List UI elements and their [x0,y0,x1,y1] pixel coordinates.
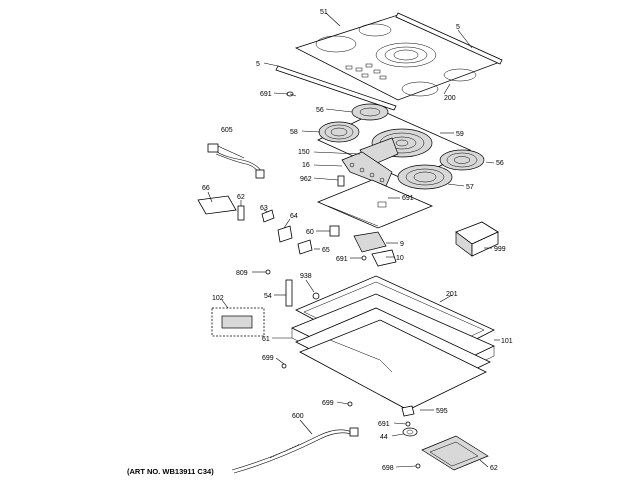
leader-lines [207,12,500,468]
radiant-element-58 [318,121,360,143]
radiant-element-56-right [439,149,485,171]
callout-51: 51 [320,9,328,16]
callout-809: 809 [236,270,248,277]
screw-699-left [281,363,287,369]
callout-691-mid: 691 [402,195,414,202]
callout-691-top: 691 [260,91,272,98]
radiant-element-56-top [351,103,389,121]
callout-16: 16 [302,162,310,169]
switch-64 [277,225,293,243]
callout-150: 150 [298,149,310,156]
part-938 [312,292,320,300]
callout-65: 65 [322,247,330,254]
callout-5-front: 5 [256,61,260,68]
part-62 [237,205,245,221]
callout-201: 201 [446,291,458,298]
callout-9: 9 [400,241,404,248]
screw-691-mid [361,255,367,261]
callout-44: 44 [380,434,388,441]
callout-691-bottom: 691 [378,421,390,428]
callout-61: 61 [262,336,270,343]
screw-691-low [405,421,411,427]
callout-10: 10 [396,255,404,262]
base-pan [299,319,487,411]
callout-605: 605 [221,127,233,134]
screw-698 [415,463,421,469]
glass-cooktop [294,14,502,101]
part-10 [371,249,397,267]
callout-58: 58 [290,129,298,136]
callout-999: 999 [494,246,506,253]
wire-harness-605 [207,143,265,179]
callout-66: 66 [202,185,210,192]
callout-101: 101 [501,338,513,345]
bracket-54 [285,279,293,307]
cooktop-trim-rear [395,12,503,65]
callout-699-left: 699 [262,355,274,362]
screw-809 [265,269,271,275]
callout-699-low: 699 [322,400,334,407]
grommet-44 [402,427,418,437]
box-999 [455,221,499,257]
callout-56-right: 56 [496,160,504,167]
callout-labels: 51 5 5 691 200 56 58 59 605 150 56 16 96… [202,9,513,472]
callout-63: 63 [260,205,268,212]
clip-595 [401,405,415,417]
art-number: (ART NO. WB13911 C34) [127,467,214,476]
callout-64: 64 [290,213,298,220]
control-panel-base [316,179,434,229]
cooktop-trim-front [275,65,397,111]
callout-102: 102 [212,295,224,302]
callout-938: 938 [300,273,312,280]
bracket-962 [337,175,345,187]
module-102 [211,307,265,337]
part-9 [353,231,387,253]
terminal-block-16 [341,151,393,187]
callout-57: 57 [466,184,474,191]
part-60 [329,225,340,237]
radiant-element-57 [397,164,453,190]
screw-691 [286,91,297,97]
callout-54: 54 [264,293,272,300]
callout-59: 59 [456,131,464,138]
callout-200: 200 [444,95,456,102]
board-62 [421,435,489,471]
bracket-66 [197,195,237,215]
callout-5-rear: 5 [456,24,460,31]
switch-65 [297,239,313,255]
screw-699-low [347,401,353,407]
callout-595: 595 [436,408,448,415]
switch-63 [261,209,275,223]
callout-60: 60 [306,229,314,236]
callout-691-lower: 691 [336,256,348,263]
control-markings [345,63,387,80]
callout-600: 600 [292,413,304,420]
callout-962: 962 [300,176,312,183]
callout-62-bottom: 62 [490,465,498,472]
power-cord-600 [231,427,359,474]
callout-698: 698 [382,465,394,472]
callout-62-top: 62 [237,194,245,201]
callout-56-top: 56 [316,107,324,114]
